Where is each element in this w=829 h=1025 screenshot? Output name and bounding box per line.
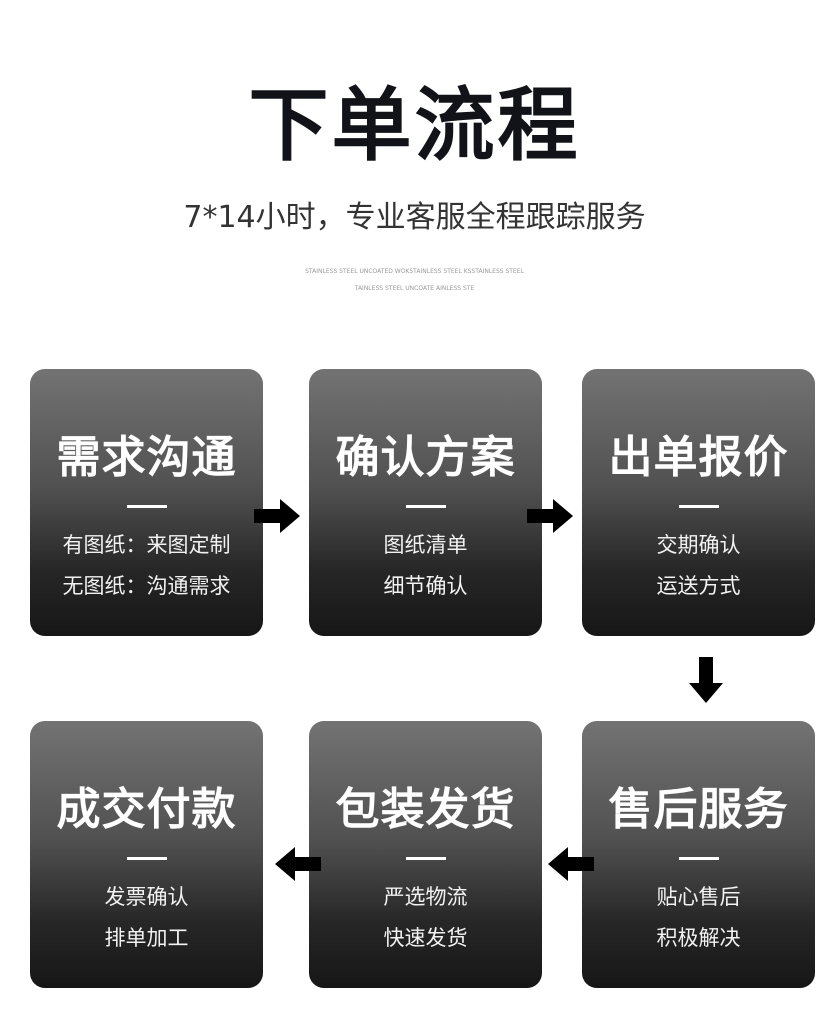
step-detail-2: 排单加工	[104, 926, 189, 950]
step-title: 需求沟通	[56, 432, 237, 483]
step-card-quotation: 出单报价 交期确认 运送方式	[582, 369, 815, 636]
step-title: 售后服务	[608, 784, 789, 835]
step-detail-1: 图纸清单	[383, 533, 468, 557]
step-divider	[126, 857, 167, 860]
step-card-after-sales: 售后服务 贴心售后 积极解决	[582, 721, 815, 988]
decorative-caption-line-1: STAINLESS STEEL UNCOATED WOKSTAINLESS ST…	[305, 268, 524, 275]
step-detail-2: 积极解决	[656, 926, 741, 950]
step-detail-1: 贴心售后	[656, 885, 741, 909]
step-divider	[678, 505, 719, 508]
step-detail-1: 有图纸：来图定制	[62, 533, 231, 557]
step-card-payment: 成交付款 发票确认 排单加工	[30, 721, 263, 988]
decorative-caption-line-2: TAINLESS STEEL UNCOATE AINLESS STE	[354, 285, 475, 292]
step-detail-1: 发票确认	[104, 885, 189, 909]
step-detail-1: 严选物流	[383, 885, 468, 909]
arrow-right-icon	[254, 499, 300, 533]
step-detail-2: 快速发货	[383, 926, 468, 950]
step-detail-2: 细节确认	[383, 574, 468, 598]
step-divider	[405, 505, 446, 508]
step-card-packing-shipping: 包装发货 严选物流 快速发货	[309, 721, 542, 988]
step-divider	[405, 857, 446, 860]
step-divider	[126, 505, 167, 508]
step-detail-2: 无图纸：沟通需求	[62, 574, 231, 598]
arrow-left-icon	[548, 847, 594, 881]
step-title: 出单报价	[608, 432, 789, 483]
page-subtitle: 7*14小时，专业客服全程跟踪服务	[183, 200, 646, 235]
step-detail-1: 交期确认	[656, 533, 741, 557]
page-title: 下单流程	[248, 79, 581, 172]
step-title: 包装发货	[335, 784, 516, 835]
arrow-down-icon	[689, 657, 723, 703]
step-detail-2: 运送方式	[656, 574, 741, 598]
step-card-confirm-plan: 确认方案 图纸清单 细节确认	[309, 369, 542, 636]
arrow-right-icon	[527, 499, 573, 533]
step-title: 成交付款	[56, 784, 237, 835]
step-card-needs-communication: 需求沟通 有图纸：来图定制 无图纸：沟通需求	[30, 369, 263, 636]
step-divider	[678, 857, 719, 860]
arrow-left-icon	[275, 847, 321, 881]
step-title: 确认方案	[335, 432, 516, 483]
